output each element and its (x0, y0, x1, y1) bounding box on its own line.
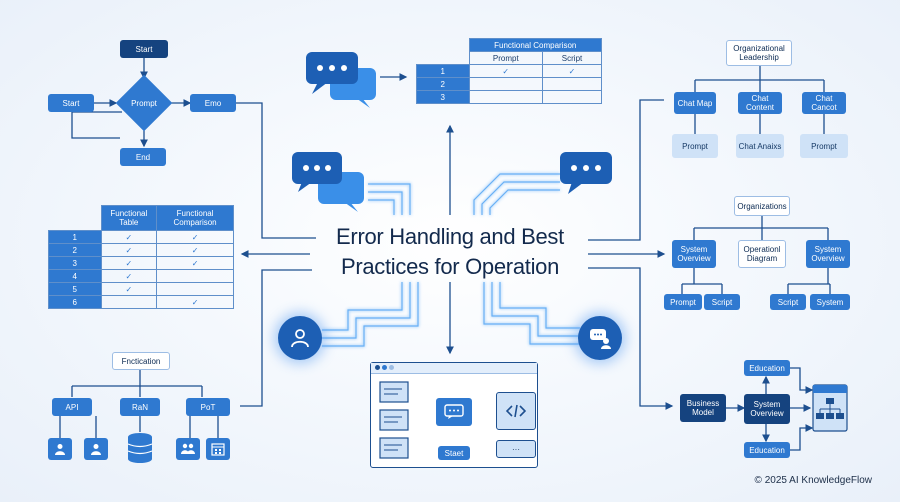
table-row: 4✓ (48, 269, 234, 283)
hierarchy-icon (812, 384, 848, 437)
row-number: 3 (416, 90, 470, 104)
group-icon (176, 438, 200, 460)
check-cell: ✓ (156, 230, 234, 244)
check-cell (156, 269, 234, 283)
table-row: 6✓ (48, 295, 234, 309)
row-number: 4 (48, 269, 102, 283)
table-row: 5✓ (48, 282, 234, 296)
check-cell: ✓ (542, 64, 602, 78)
flowchart-decision-label: Prompt (131, 98, 157, 108)
check-cell: ✓ (468, 64, 544, 78)
workflow-start-node: Staet (438, 446, 470, 460)
more-node: ··· (496, 440, 536, 458)
organizations-script-1: Script (704, 294, 740, 310)
row-number: 3 (48, 256, 102, 270)
document-stack (378, 380, 412, 469)
org-chat-cancot: Chat Cancot (802, 92, 846, 114)
organizations-system: System (810, 294, 850, 310)
chat-icon (436, 398, 472, 426)
flowchart-end: End (120, 148, 166, 166)
functionality-api: API (52, 398, 92, 416)
business-model-node: Business Model (680, 394, 726, 422)
chat-bubbles-icon (290, 148, 370, 219)
cell (542, 90, 602, 104)
organizations-prompt: Prompt (664, 294, 702, 310)
window-titlebar (371, 363, 537, 374)
org-prompt-1: Prompt (672, 134, 718, 158)
check-cell (156, 282, 234, 296)
row-number: 1 (48, 230, 102, 244)
functionality-ran: RaN (120, 398, 160, 416)
copyright-footer: © 2025 AI KnowledgeFlow (754, 475, 872, 486)
check-cell: ✓ (156, 243, 234, 257)
flowchart-start-top: Start (120, 40, 168, 58)
functionality-pot: PoT (186, 398, 230, 416)
check-cell: ✓ (100, 282, 158, 296)
row-number: 6 (48, 295, 102, 309)
org-leadership-root: Organizational Leadership (726, 40, 792, 66)
user-icon (48, 438, 72, 460)
functionality-root: Fnctication (112, 352, 170, 370)
organizations-operational-diagram: Operationl Diagram (738, 240, 786, 268)
cell (468, 77, 544, 91)
org-chat-content: Chat Content (738, 92, 782, 114)
table-row: 1✓✓ (48, 230, 234, 244)
window-dot (382, 365, 387, 370)
table-row: 3✓✓ (48, 256, 234, 270)
table-row: 2 (416, 77, 602, 91)
database-icon (126, 432, 154, 469)
row-number: 5 (48, 282, 102, 296)
calendar-icon (206, 438, 230, 460)
header-script: Script (542, 51, 602, 65)
chat-support-icon (578, 316, 622, 360)
flowchart-right-node: Emo (190, 94, 236, 112)
table-row: 2✓✓ (48, 243, 234, 257)
check-cell (100, 295, 158, 309)
row-number: 2 (48, 243, 102, 257)
cell (542, 77, 602, 91)
header-functional-table: Functional Table (100, 205, 158, 231)
check-cell: ✓ (100, 269, 158, 283)
code-icon (496, 392, 536, 430)
education-top-node: Education (744, 360, 790, 376)
education-bottom-node: Education (744, 442, 790, 458)
organizations-script-2: Script (770, 294, 806, 310)
check-cell: ✓ (156, 295, 234, 309)
check-cell: ✓ (100, 243, 158, 257)
org-chat-analysis: Chat Anaixs (736, 134, 784, 158)
window-dot (389, 365, 394, 370)
check-cell: ✓ (100, 256, 158, 270)
chat-bubbles-icon (304, 48, 380, 113)
top-table-title: Functional Comparison (468, 38, 602, 52)
organizations-system-overview-2: System Overview (806, 240, 850, 268)
window-dot (375, 365, 380, 370)
header-functional-comparison: Functional Comparison (156, 205, 234, 231)
table-row: 3 (416, 90, 602, 104)
header-prompt: Prompt (468, 51, 544, 65)
org-chat-map: Chat Map (674, 92, 716, 114)
organizations-system-overview-1: System Overview (672, 240, 716, 268)
row-number: 1 (416, 64, 470, 78)
org-prompt-2: Prompt (800, 134, 848, 158)
table-row: 1✓✓ (416, 64, 602, 78)
organizations-root: Organizations (734, 196, 790, 216)
system-overview-node: System Overview (744, 394, 790, 424)
chat-bubble-icon (558, 150, 616, 201)
cell (468, 90, 544, 104)
user-icon (84, 438, 108, 460)
user-icon (278, 316, 322, 360)
check-cell: ✓ (100, 230, 158, 244)
flowchart-start-left: Start (48, 94, 94, 112)
check-cell: ✓ (156, 256, 234, 270)
functional-table-left: Functional Table Functional Comparison 1… (48, 205, 234, 309)
row-number: 2 (416, 77, 470, 91)
